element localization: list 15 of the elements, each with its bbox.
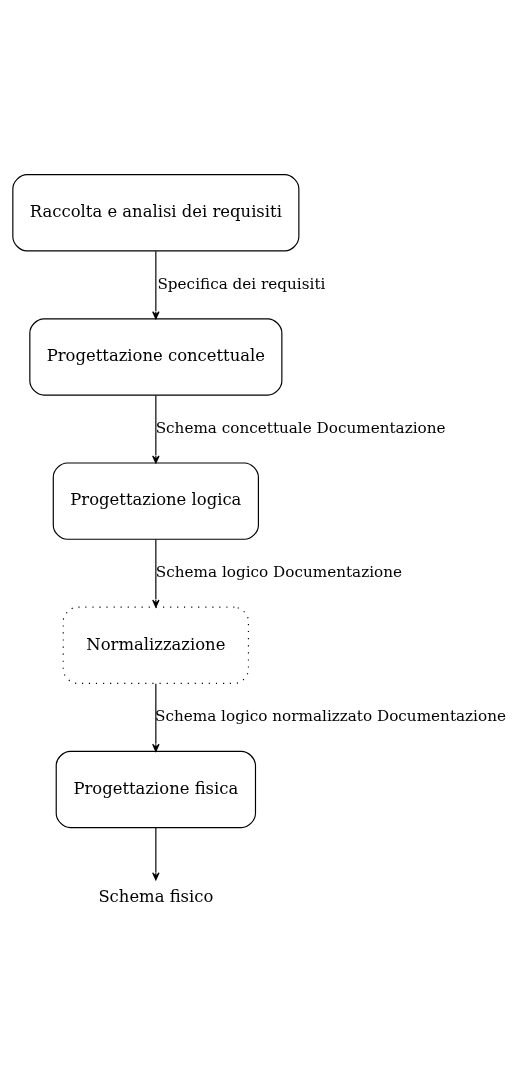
edge-label: Schema logico normalizzato Documentazione [155, 706, 506, 725]
arrow [152, 538, 160, 608]
node-box: Raccolta e analisi dei requisiti [12, 173, 300, 251]
edge-label: Schema concettuale Documentazione [155, 418, 446, 437]
node-box: Progettazione concettuale [29, 317, 283, 396]
node-box: Normalizzazione [62, 606, 250, 684]
node-box: Progettazione fisica [55, 750, 257, 828]
arrow [152, 250, 160, 319]
node-text: Schema fisico [98, 886, 214, 906]
edge-label: Specifica dei requisiti [157, 274, 326, 293]
node-box: Progettazione logica [52, 461, 259, 540]
arrow [152, 394, 160, 464]
edge-label: Schema logico Documentazione [155, 562, 403, 581]
arrow [152, 682, 160, 752]
arrow [152, 826, 160, 880]
